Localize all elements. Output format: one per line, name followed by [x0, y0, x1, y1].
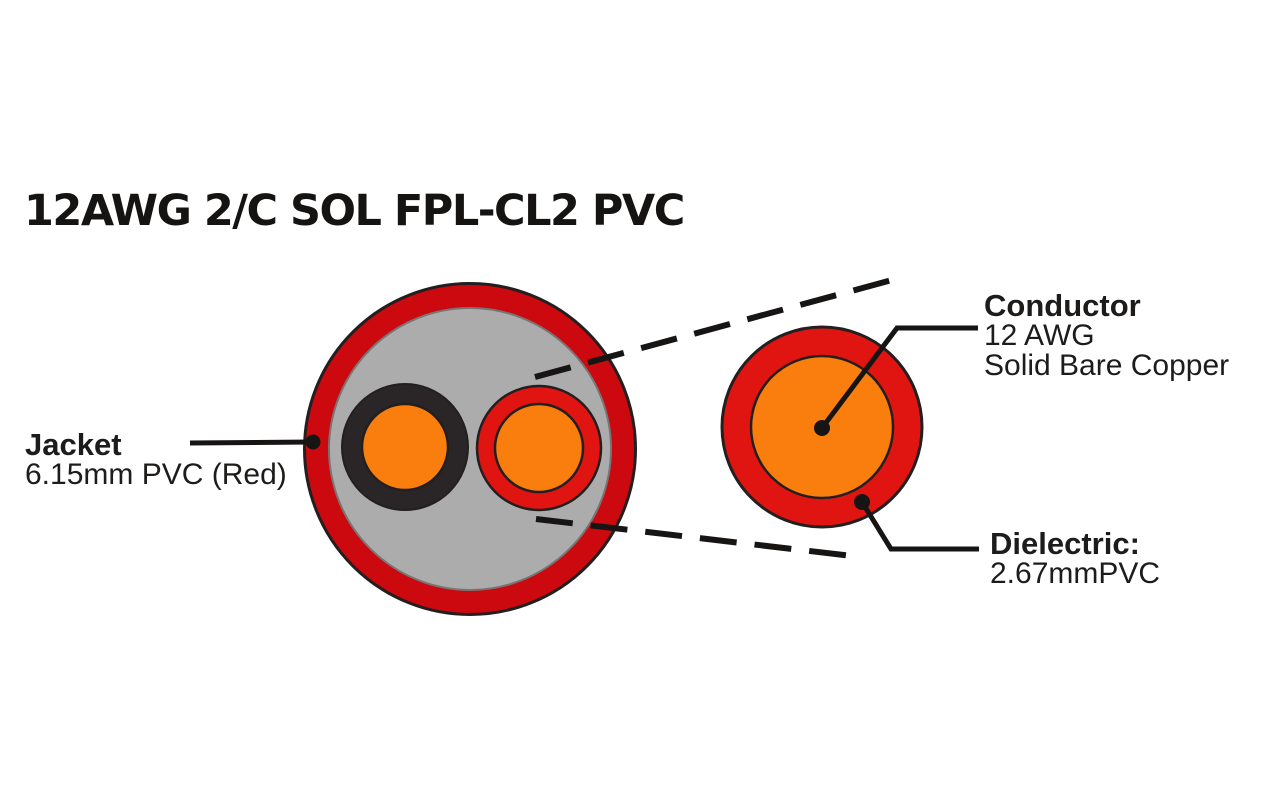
- jacket-leader-dot: [305, 434, 321, 450]
- jacket-leader-line: [189, 439, 313, 446]
- jacket-label: Jacket 6.15mm PVC (Red): [25, 427, 287, 491]
- leader-dots: [305, 420, 870, 510]
- jacket-label-title: Jacket: [25, 427, 122, 462]
- dielectric-label-title: Dielectric:: [990, 526, 1140, 561]
- dielectric-leader-dot: [854, 494, 870, 510]
- zoom-guides: [534, 274, 904, 560]
- black-conductor-core: [360, 402, 450, 492]
- jacket-label-spec: 6.15mm PVC (Red): [25, 458, 287, 491]
- conductor-leader-line: [820, 325, 978, 430]
- conductor-label: Conductor 12 AWG Solid Bare Copper: [984, 288, 1230, 382]
- dielectric-leader-line: [859, 500, 979, 552]
- dielectric-label: Dielectric: 2.67mmPVC: [990, 526, 1161, 590]
- conductor-label-gauge: 12 AWG: [984, 319, 1095, 352]
- zoom-guide-top: [534, 274, 904, 380]
- cable-cross-section: [303, 282, 637, 616]
- dielectric-label-spec: 2.67mmPVC: [990, 557, 1161, 590]
- conductor-label-title: Conductor: [984, 288, 1141, 323]
- red-conductor-core: [493, 402, 585, 494]
- conductor-label-material: Solid Bare Copper: [984, 349, 1230, 382]
- page-title: 12AWG 2/C SOL FPL-CL2 PVC: [24, 186, 685, 236]
- conductor-leader-dot: [814, 420, 830, 436]
- leader-lines: [189, 325, 979, 552]
